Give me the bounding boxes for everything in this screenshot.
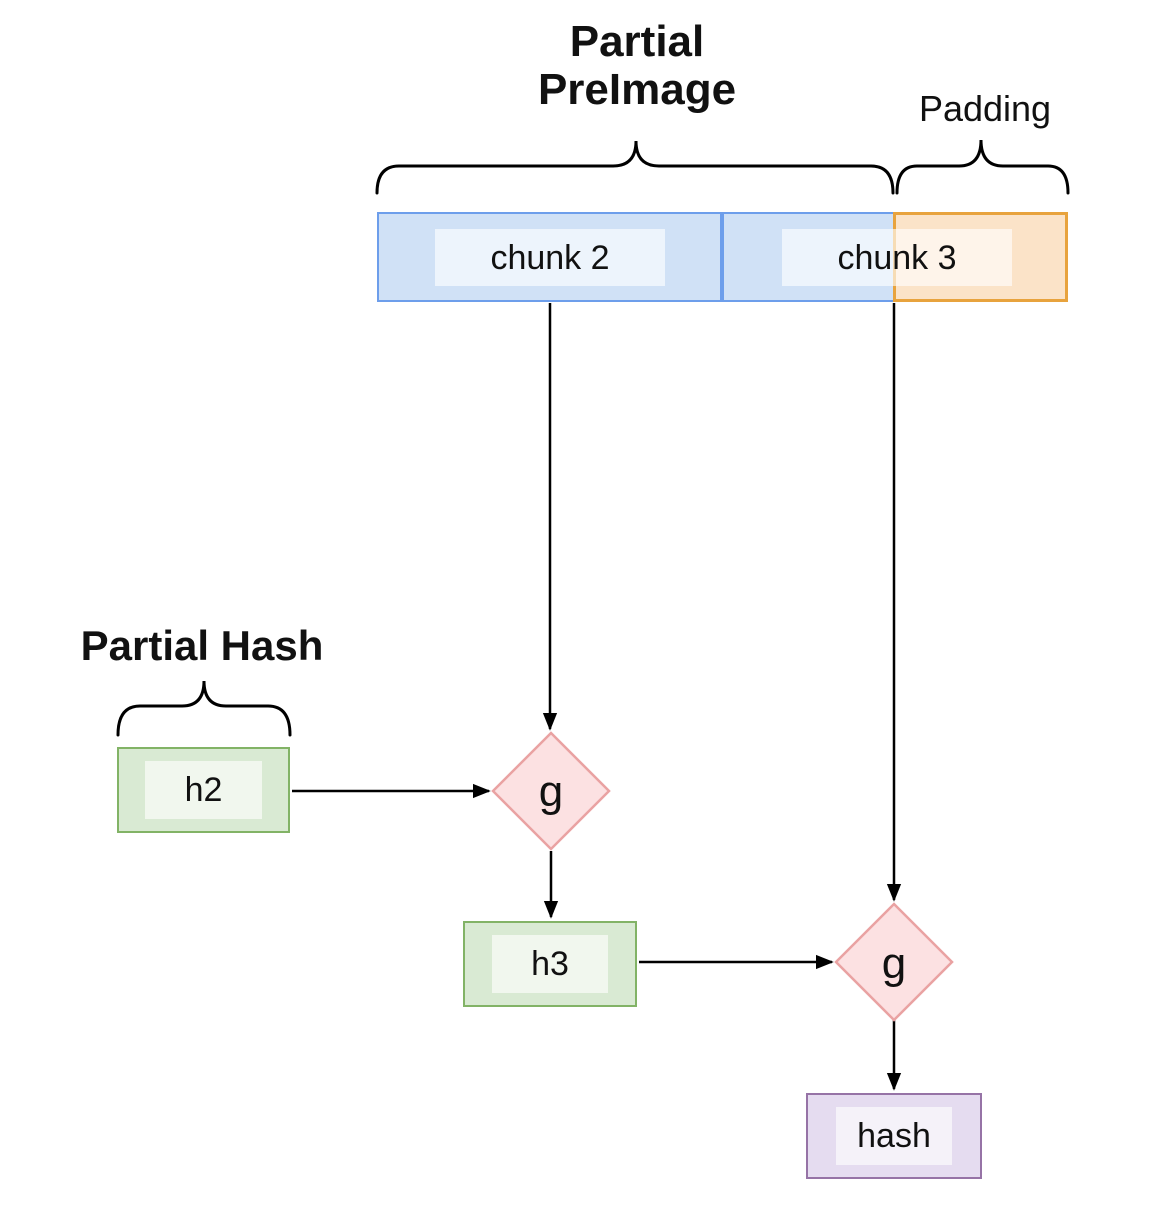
padding-title: Padding — [918, 88, 1052, 129]
h3-label: h3 — [492, 935, 608, 993]
chunk3-label: chunk 3 — [782, 229, 1012, 286]
preimage-title-line1: Partial — [569, 17, 705, 66]
chunk2-label: chunk 2 — [435, 229, 665, 286]
preimage-brace — [375, 140, 895, 195]
preimage-title: Partial PreImage — [437, 18, 837, 114]
partial-hash-brace — [116, 680, 292, 737]
partial-hash-title: Partial Hash — [80, 622, 324, 669]
padding-brace — [895, 139, 1070, 195]
h2-label: h2 — [145, 761, 262, 819]
g1-label: g — [538, 767, 564, 816]
g2-diamond — [834, 902, 954, 1022]
hash-label: hash — [836, 1107, 952, 1165]
g1-diamond — [491, 731, 611, 851]
preimage-title-line2: PreImage — [537, 65, 737, 114]
g2-label: g — [881, 939, 907, 988]
